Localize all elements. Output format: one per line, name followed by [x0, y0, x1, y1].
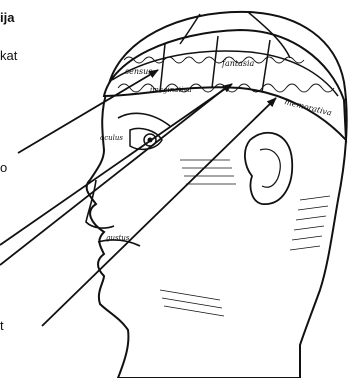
caption-line-2-fragment: o	[0, 160, 7, 175]
caption-line-3-fragment: t	[0, 318, 4, 333]
caption-title-fragment: ija	[0, 10, 14, 25]
ear	[245, 133, 292, 204]
ventricle-label-imaginative: imaginativa	[150, 86, 192, 94]
ventricle-label-middle: fantasia	[221, 59, 255, 68]
mouth-label: gustus	[106, 234, 130, 242]
caption-line-1-fragment: kat	[0, 48, 17, 63]
ventricle-label-front: sensus	[125, 67, 152, 76]
eye-label: oculus	[100, 134, 123, 142]
